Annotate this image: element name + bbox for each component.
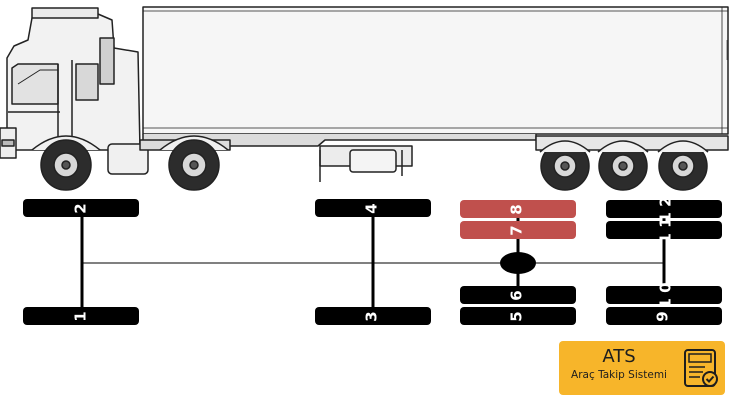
logo-subtitle: Araç Takip Sistemi	[571, 369, 667, 381]
axle-hub-joint	[500, 252, 536, 274]
tire-slot-3[interactable]	[315, 307, 431, 325]
tire-label-10: 1 0	[656, 282, 675, 309]
tire-slot-6[interactable]	[460, 286, 576, 304]
tire-label-4: 4	[362, 203, 381, 214]
tire-slot-8[interactable]	[460, 200, 576, 218]
tire-slot-7[interactable]	[460, 221, 576, 239]
tire-label-1: 1	[71, 311, 90, 322]
tire-slot-2[interactable]	[23, 199, 139, 217]
tire-slot-10[interactable]	[606, 286, 722, 304]
tire-label-7: 7	[507, 225, 526, 236]
tire-slots[interactable]	[23, 199, 722, 325]
tire-label-9: 9	[653, 311, 672, 322]
tire-slot-4[interactable]	[315, 199, 431, 217]
tire-slot-11[interactable]	[606, 221, 722, 239]
tire-label-2: 2	[71, 203, 90, 214]
tire-slot-5[interactable]	[460, 307, 576, 325]
semi-truck-illustration	[0, 6, 729, 191]
tire-slot-12[interactable]	[606, 200, 722, 218]
logo-title: ATS	[602, 346, 636, 367]
tire-label-8: 8	[507, 204, 526, 215]
tire-slot-1[interactable]	[23, 307, 139, 325]
tire-label-5: 5	[507, 311, 526, 322]
tire-label-3: 3	[362, 311, 381, 322]
tire-slot-9[interactable]	[606, 307, 722, 325]
axle-stems	[80, 217, 666, 307]
tire-label-6: 6	[507, 290, 526, 301]
document-check-icon	[684, 349, 718, 387]
ats-logo: ATS Araç Takip Sistemi	[559, 341, 725, 395]
tire-label-11: 1 1	[656, 217, 675, 244]
